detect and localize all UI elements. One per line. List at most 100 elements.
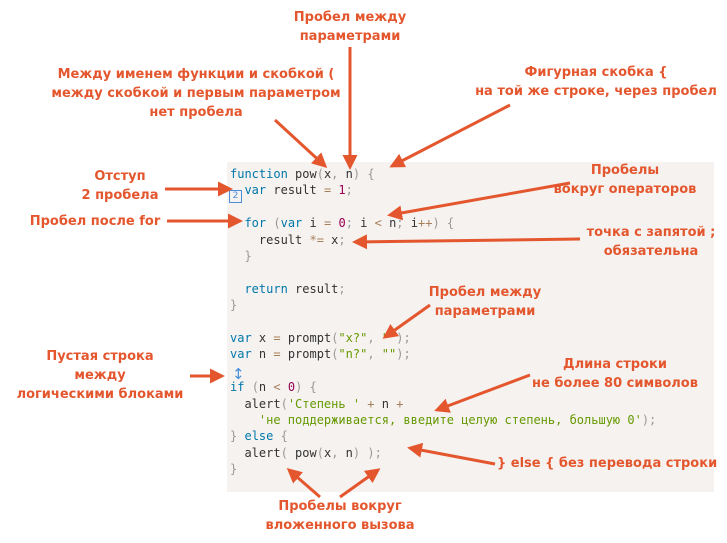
code-token: + [367,396,375,411]
code-line: } [230,248,252,264]
code-token: 1 [338,183,346,198]
code-token: { [446,216,455,231]
code-token: ++ [417,216,433,231]
code-line: for (var i = 0; i < n; i++) { [230,215,454,231]
indent-marker-icon: 2 [229,190,242,203]
code-token: ); [396,331,411,345]
code-token: ) [352,445,361,460]
code-token: } [230,462,238,477]
code-line: alert('Степень ' + n + [230,396,403,412]
code-token: pow [287,445,317,460]
code-token: ); [641,413,657,427]
code-line: var result = 1; [230,182,353,198]
code-token: = [273,331,281,345]
code-token: = [323,216,332,231]
code-line: function pow(x, n) { [230,166,375,182]
code-token: , [331,445,339,460]
code-line: var x = prompt("x?", ""); [230,330,411,346]
code-line: } [230,297,237,313]
code-token: var [230,331,252,345]
arrow-nested-left [286,468,321,499]
code-token: , [367,347,375,362]
code-token: if [230,380,245,395]
code-token: result [266,183,324,198]
code-token: { [367,167,375,181]
code-token: ( [316,445,324,460]
note-curly-brace-same-line: Фигурная скобка {на той же строке, через… [475,65,717,99]
code-token: "" [381,347,397,362]
code-token: "n?" [338,347,368,362]
code-token: 'Степень ' [287,396,361,411]
code-line: return result; [230,281,345,297]
note-no-space-after-name: Между именем функции и скобкой (между ск… [51,67,341,120]
code-token: i [352,216,375,231]
code-line: 'не поддерживается, введите целую степен… [230,412,656,428]
arrow-curly-brace [389,103,511,168]
note-else-no-newline: } else { без перевода строки [497,456,718,471]
code-token: alert [230,445,281,460]
code-token: function [230,167,288,181]
code-token: var [230,347,252,362]
arrow-line-length [434,373,531,413]
code-token: ( [316,167,324,181]
code-token: pow [287,167,317,181]
code-panel [227,162,714,492]
code-line: var n = prompt("n?", ""); [230,346,411,362]
code-line: alert( pow(x, n) ); [230,445,382,461]
code-token: + [396,396,404,411]
code-token: ( [280,396,288,411]
code-token: ; [345,183,353,198]
code-token: result [230,232,310,247]
code-token: < [273,380,281,395]
note-space-after-for: Пробел после for [29,214,161,229]
code-line: } [230,461,237,477]
code-token: , [331,167,339,181]
code-token: ( [273,216,281,231]
code-token: } [244,249,252,263]
code-token: n [258,380,274,395]
code-token: n [251,347,274,362]
code-token: = [273,347,281,362]
code-token: ( [331,347,339,362]
arrow-else [407,442,496,466]
code-token: i [302,216,324,231]
code-token: var [280,216,303,231]
code-token: = [323,183,332,198]
code-line: if (n < 0) { [230,379,317,395]
code-token: 'не поддерживается, введите целую степен… [258,413,642,427]
code-token: ; [338,232,346,247]
code-token: , [367,331,375,345]
code-token: ; [374,445,382,460]
arrow-operators [387,181,571,221]
code-token: ; [345,216,353,231]
code-token: n [338,167,353,181]
updown-arrow-icon: ↕ [232,365,245,383]
arrow-nested-right [339,468,381,499]
code-token: "x?" [338,331,368,345]
code-token: prompt [280,331,332,345]
code-token: alert [230,396,281,411]
code-token: ) [367,445,375,460]
arrow-no-space [273,118,328,169]
code-token: var [244,183,267,198]
code-token: { [309,380,317,395]
code-token: *= [309,232,324,247]
code-token: n [381,216,397,231]
code-token: n [374,396,397,411]
code-token: n [338,445,353,460]
code-token: ( [280,445,288,460]
code-token: } [230,298,238,313]
code-token: ) [432,216,440,231]
code-line: } else { [230,428,288,444]
code-line: result *= x; [230,232,346,248]
arrow-semicolon [352,234,581,250]
code-token: ) [295,380,303,395]
code-token: ( [251,380,259,395]
